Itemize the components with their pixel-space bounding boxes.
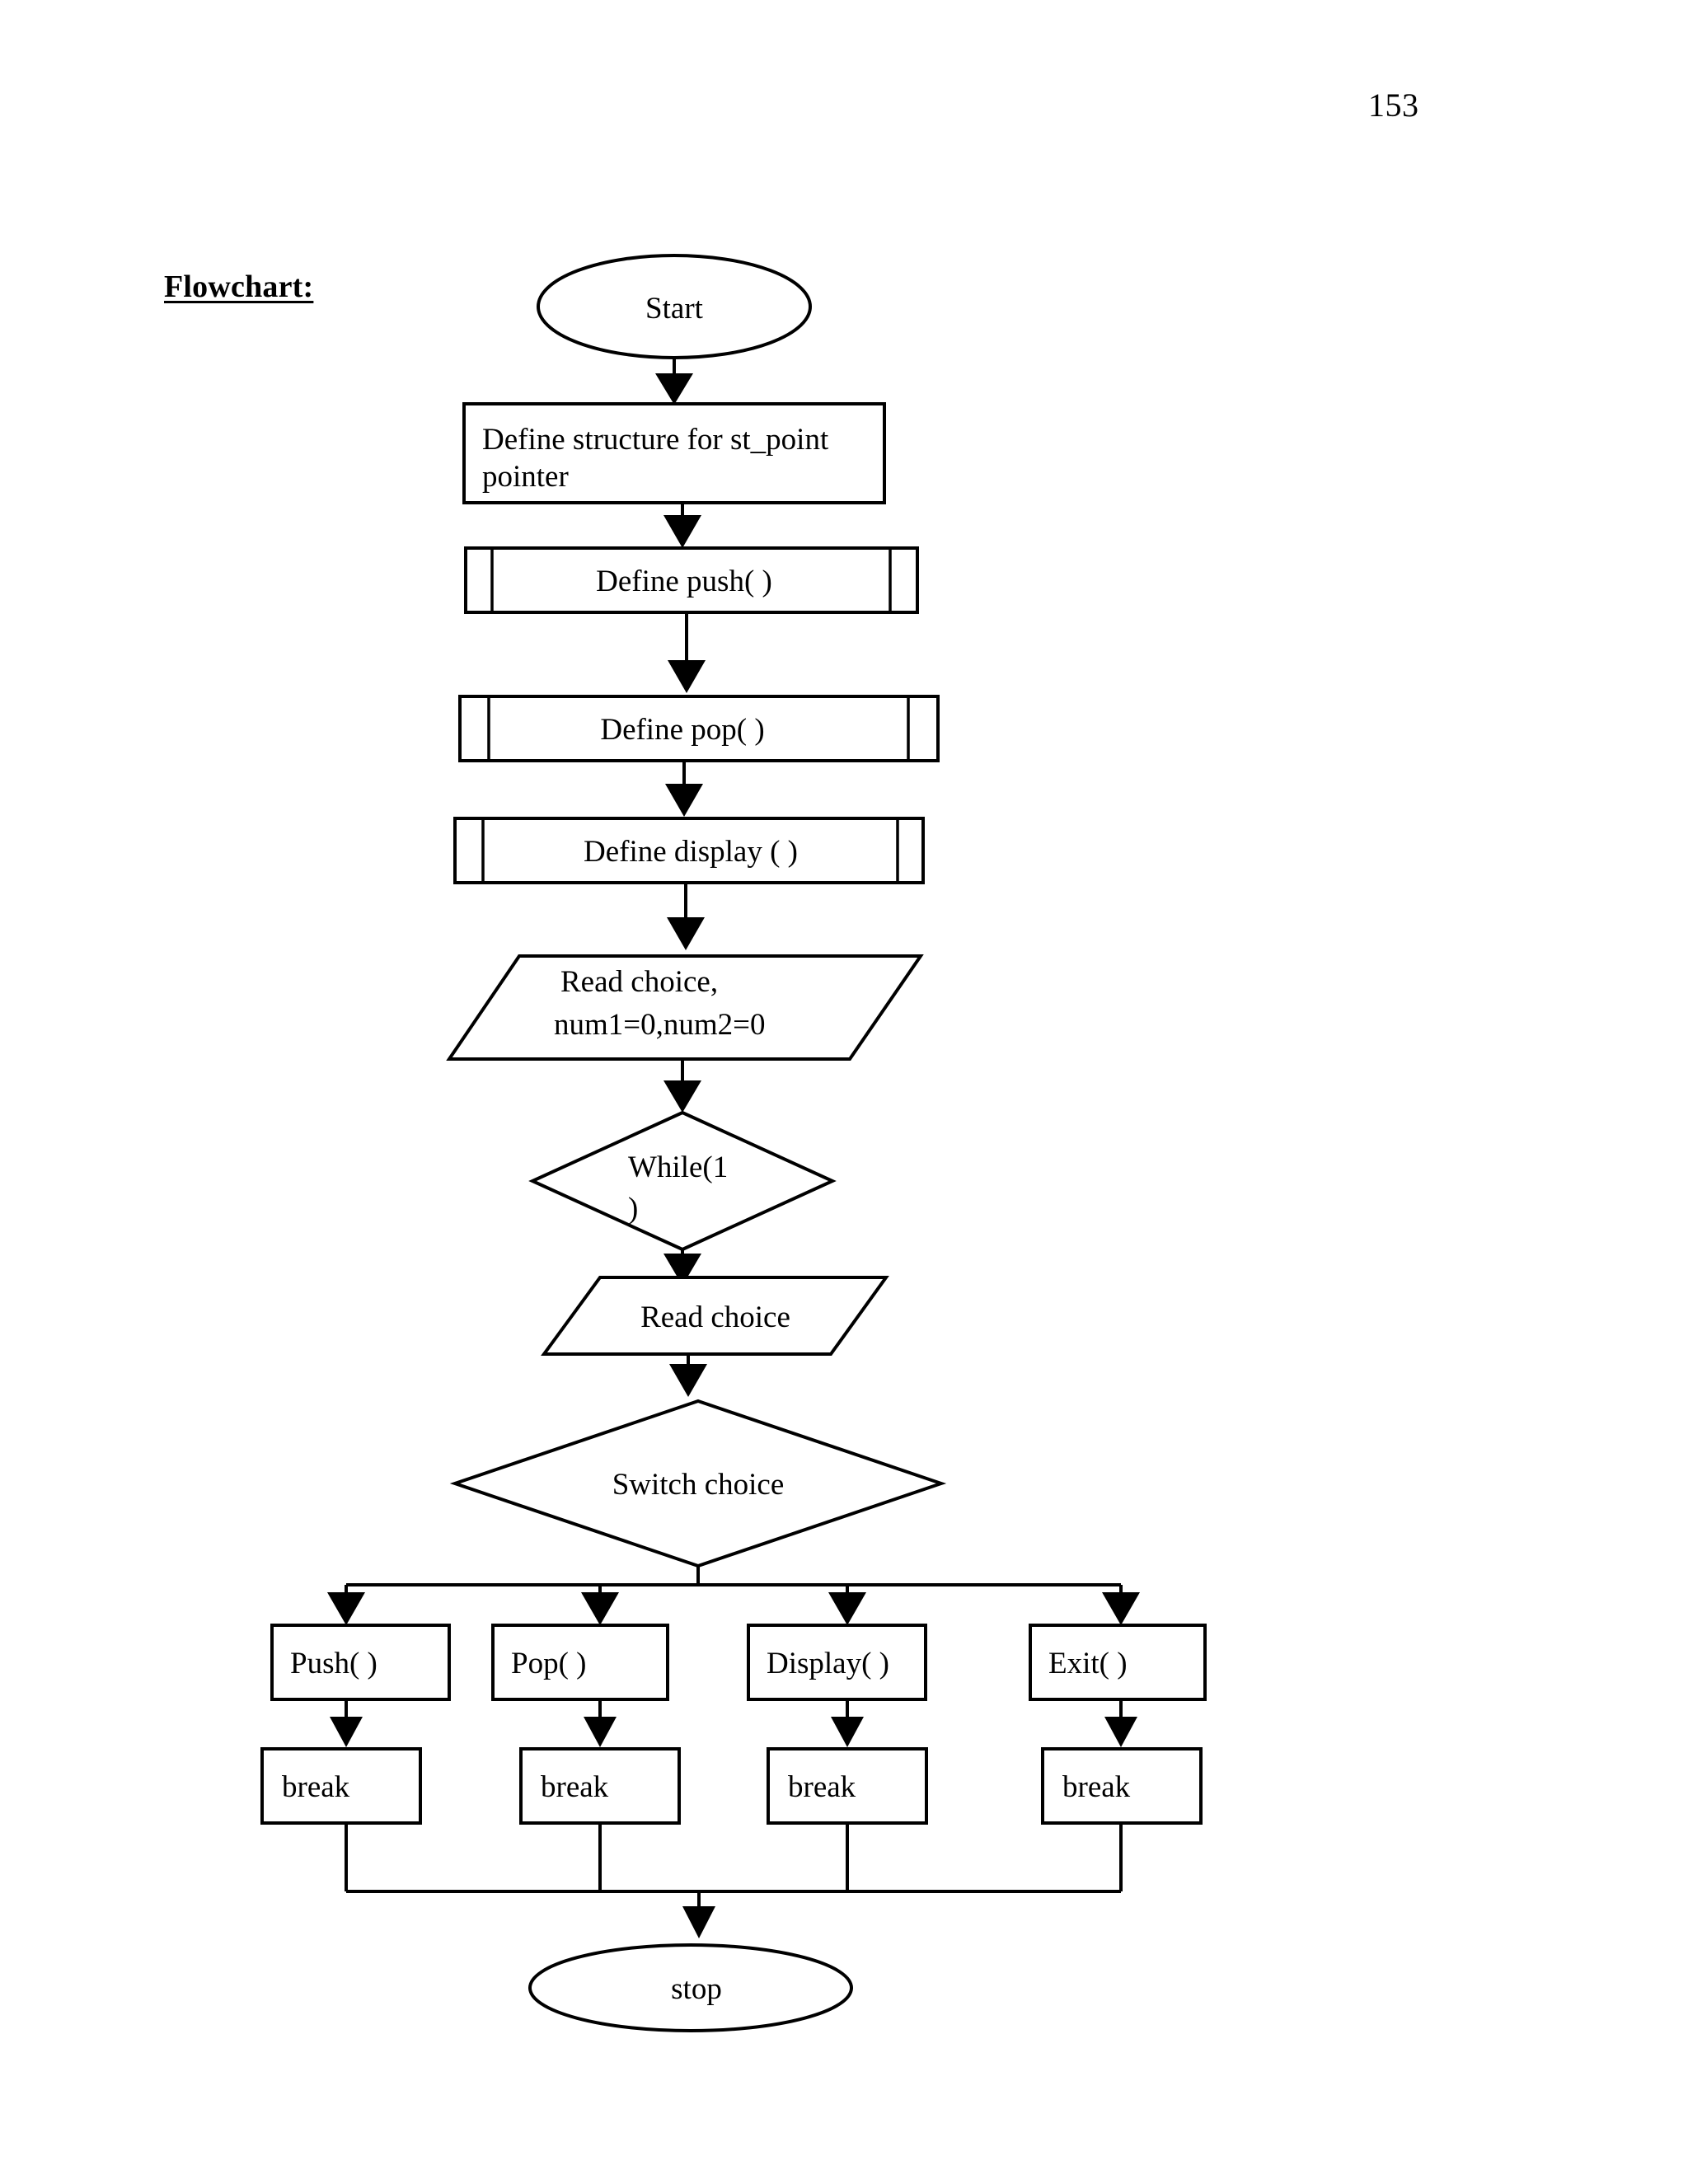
while-label-line1: While(1 bbox=[628, 1151, 728, 1184]
node-define-display: Define display ( ) bbox=[453, 817, 925, 884]
node-stop: stop bbox=[528, 1943, 853, 2032]
edge-push-to-pop bbox=[668, 612, 706, 693]
node-read-init: Read choice, num1=0,num2=0 bbox=[446, 954, 924, 1061]
flowchart-section-label: Flowchart: bbox=[164, 269, 314, 304]
stop-label: stop bbox=[671, 1972, 722, 2006]
edge-readchoice-to-switch bbox=[669, 1354, 707, 1397]
define-push-label: Define push( ) bbox=[596, 565, 772, 598]
define-pop-label: Define pop( ) bbox=[600, 713, 764, 747]
node-while-condition: While(1 ) bbox=[528, 1110, 837, 1252]
read-init-label-line2: num1=0,num2=0 bbox=[554, 1008, 766, 1042]
define-display-label: Define display ( ) bbox=[584, 835, 798, 869]
define-structure-box bbox=[462, 402, 886, 504]
node-break-pop: break bbox=[519, 1747, 681, 1825]
case-push-box bbox=[270, 1624, 451, 1701]
break-pop-box bbox=[519, 1747, 681, 1825]
case-display-box bbox=[747, 1624, 927, 1701]
switch-choice-label: Switch choice bbox=[612, 1468, 785, 1502]
node-case-push: Push( ) bbox=[270, 1624, 451, 1701]
case-exit-label: Exit( ) bbox=[1048, 1647, 1128, 1680]
define-push-box bbox=[464, 546, 919, 614]
define-display-box bbox=[453, 817, 925, 884]
edge-start-to-define-struct bbox=[655, 358, 693, 405]
edge-while-to-readchoice bbox=[663, 1249, 701, 1286]
edge-switch-fanout bbox=[327, 1566, 1140, 1625]
case-display-label: Display( ) bbox=[767, 1647, 889, 1680]
case-pop-box bbox=[491, 1624, 669, 1701]
node-start: Start bbox=[537, 254, 812, 359]
node-case-display: Display( ) bbox=[747, 1624, 927, 1701]
edge-pop-to-display bbox=[665, 761, 703, 817]
node-switch-choice: Switch choice bbox=[449, 1399, 947, 1568]
read-init-parallelogram bbox=[446, 954, 924, 1061]
break-push-box bbox=[260, 1747, 422, 1825]
break-exit-box bbox=[1041, 1747, 1203, 1825]
break-push-label: break bbox=[282, 1770, 350, 1804]
stop-ellipse bbox=[528, 1943, 853, 2032]
node-break-exit: break bbox=[1041, 1747, 1203, 1825]
define-structure-label-line2: pointer bbox=[482, 460, 569, 494]
start-label: Start bbox=[645, 292, 704, 326]
edge-define-struct-to-push bbox=[663, 503, 701, 548]
node-break-push: break bbox=[260, 1747, 422, 1825]
read-choice-label: Read choice bbox=[640, 1301, 790, 1334]
case-exit-box bbox=[1029, 1624, 1207, 1701]
break-exit-label: break bbox=[1062, 1770, 1131, 1804]
node-define-pop: Define pop( ) bbox=[458, 695, 940, 762]
edge-breaks-merge-to-stop bbox=[345, 1823, 1123, 1938]
read-choice-parallelogram bbox=[541, 1276, 889, 1356]
define-structure-label-line1: Define structure for st_point bbox=[482, 423, 829, 457]
page-number: 153 bbox=[1368, 87, 1419, 124]
break-pop-label: break bbox=[541, 1770, 609, 1804]
edge-cases-to-breaks bbox=[330, 1699, 1137, 1747]
edge-readinit-to-while bbox=[663, 1059, 701, 1113]
node-case-pop: Pop( ) bbox=[491, 1624, 669, 1701]
node-define-structure: Define structure for st_point pointer bbox=[462, 402, 886, 504]
node-case-exit: Exit( ) bbox=[1029, 1624, 1207, 1701]
break-display-label: break bbox=[788, 1770, 856, 1804]
read-init-label-line1: Read choice, bbox=[560, 965, 718, 999]
define-pop-box bbox=[458, 695, 940, 762]
node-read-choice: Read choice bbox=[541, 1276, 889, 1356]
while-label-line2: ) bbox=[628, 1192, 638, 1226]
node-define-push: Define push( ) bbox=[464, 546, 919, 614]
case-pop-label: Pop( ) bbox=[511, 1647, 586, 1680]
case-push-label: Push( ) bbox=[290, 1647, 377, 1680]
node-break-display: break bbox=[767, 1747, 928, 1825]
edge-display-to-readinit bbox=[667, 883, 705, 950]
